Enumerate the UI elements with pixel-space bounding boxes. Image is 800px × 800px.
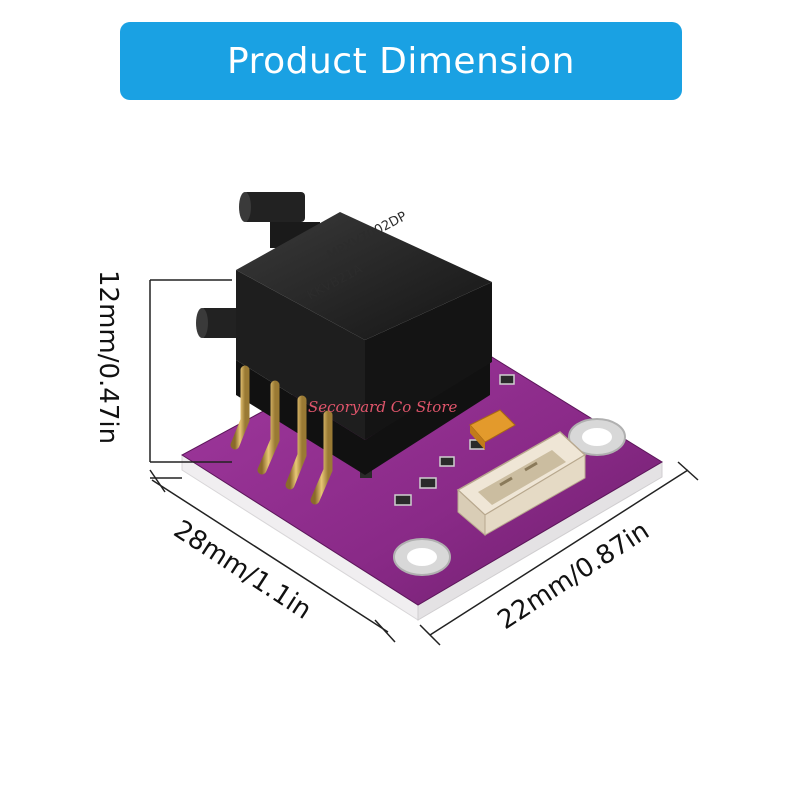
pressure-sensor: MPXV7002DP KKVB21A: [196, 192, 492, 475]
tantalum-capacitor: [469, 409, 516, 450]
sensor-pins: [230, 365, 333, 505]
store-watermark: Secoryard Co Store: [308, 398, 457, 416]
mounting-hole-front: [393, 538, 451, 576]
banner-title: Product Dimension: [227, 40, 575, 82]
mounting-hole-right: [568, 418, 626, 456]
height-dimension: 12mm/0.47in: [93, 270, 232, 463]
jst-connector: [456, 431, 587, 537]
height-label: 12mm/0.47in: [93, 270, 123, 444]
title-banner: Product Dimension: [120, 22, 682, 100]
